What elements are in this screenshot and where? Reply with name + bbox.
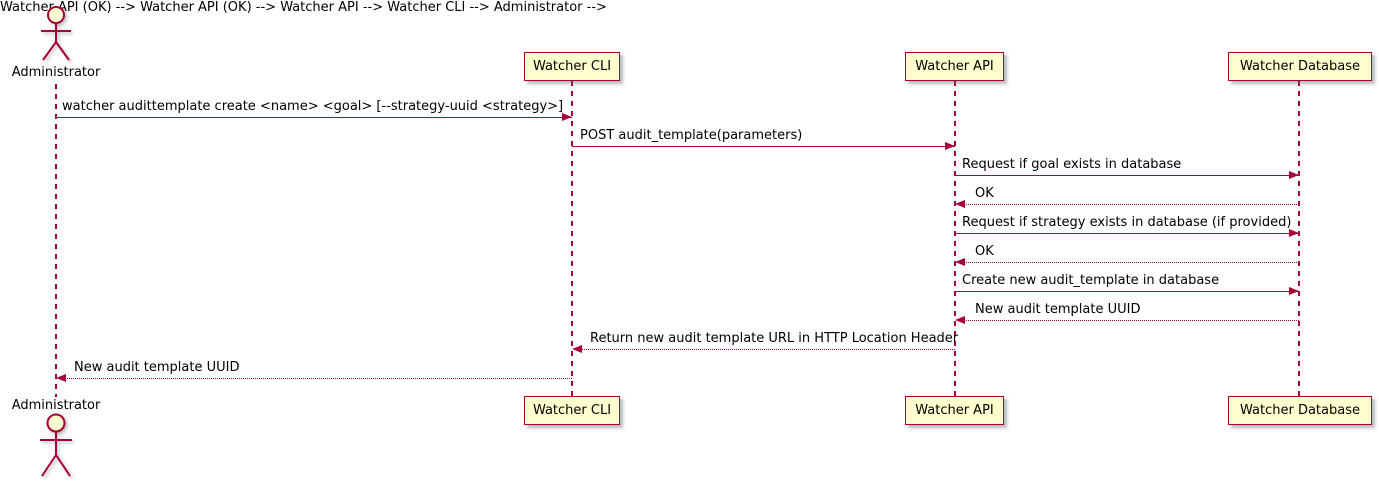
participant-box-watcher-api-bottom: Watcher API [905, 396, 1004, 425]
message-return-arrow [59, 378, 572, 379]
arrowhead-right-icon [945, 142, 955, 150]
message-return-arrow [958, 320, 1299, 321]
message-label: Request if strategy exists in database (… [962, 215, 1292, 230]
arrowhead-right-icon [562, 113, 572, 121]
lifeline-watcher-api [954, 81, 956, 396]
actor-label-administrator-top: Administrator [11, 65, 101, 80]
message-arrow [955, 233, 1299, 234]
message-arrow [955, 175, 1299, 176]
message-label: New audit template UUID [975, 302, 1141, 317]
message-arrow [572, 146, 955, 147]
actor-icon [40, 413, 72, 477]
actor-label-administrator-bottom: Administrator [11, 398, 101, 413]
message-return-arrow [575, 349, 955, 350]
message-label: Request if goal exists in database [962, 157, 1182, 172]
actor-icon [41, 6, 71, 61]
message-label: OK [975, 186, 994, 201]
arrowhead-right-icon [1289, 287, 1299, 295]
arrowhead-left-icon [955, 258, 965, 266]
message-return-arrow [958, 204, 1299, 205]
participant-box-watcher-api-top: Watcher API [905, 52, 1004, 81]
arrowhead-right-icon [1289, 171, 1299, 179]
message-label: OK [975, 244, 994, 259]
message-label: POST audit_template(parameters) [580, 128, 803, 143]
lifeline-watcher-cli [571, 81, 573, 396]
participant-box-watcher-database-top: Watcher Database [1228, 52, 1372, 81]
message-label: Return new audit template URL in HTTP Lo… [590, 331, 959, 346]
arrowhead-left-icon [56, 374, 66, 382]
message-arrow [955, 291, 1299, 292]
arrowhead-left-icon [572, 345, 582, 353]
participant-box-watcher-cli-top: Watcher CLI [524, 52, 620, 81]
participant-box-watcher-cli-bottom: Watcher CLI [524, 396, 620, 425]
message-label: New audit template UUID [74, 360, 240, 375]
message-arrow [56, 117, 572, 118]
lifeline-watcher-database [1298, 81, 1300, 396]
participant-box-watcher-database-bottom: Watcher Database [1228, 396, 1372, 425]
arrowhead-right-icon [1289, 229, 1299, 237]
message-return-arrow [958, 262, 1299, 263]
message-label: watcher audittemplate create <name> <goa… [62, 99, 564, 114]
arrowhead-left-icon [955, 316, 965, 324]
arrowhead-left-icon [955, 200, 965, 208]
lifeline-administrator [55, 84, 57, 397]
message-label: Create new audit_template in database [962, 273, 1220, 288]
